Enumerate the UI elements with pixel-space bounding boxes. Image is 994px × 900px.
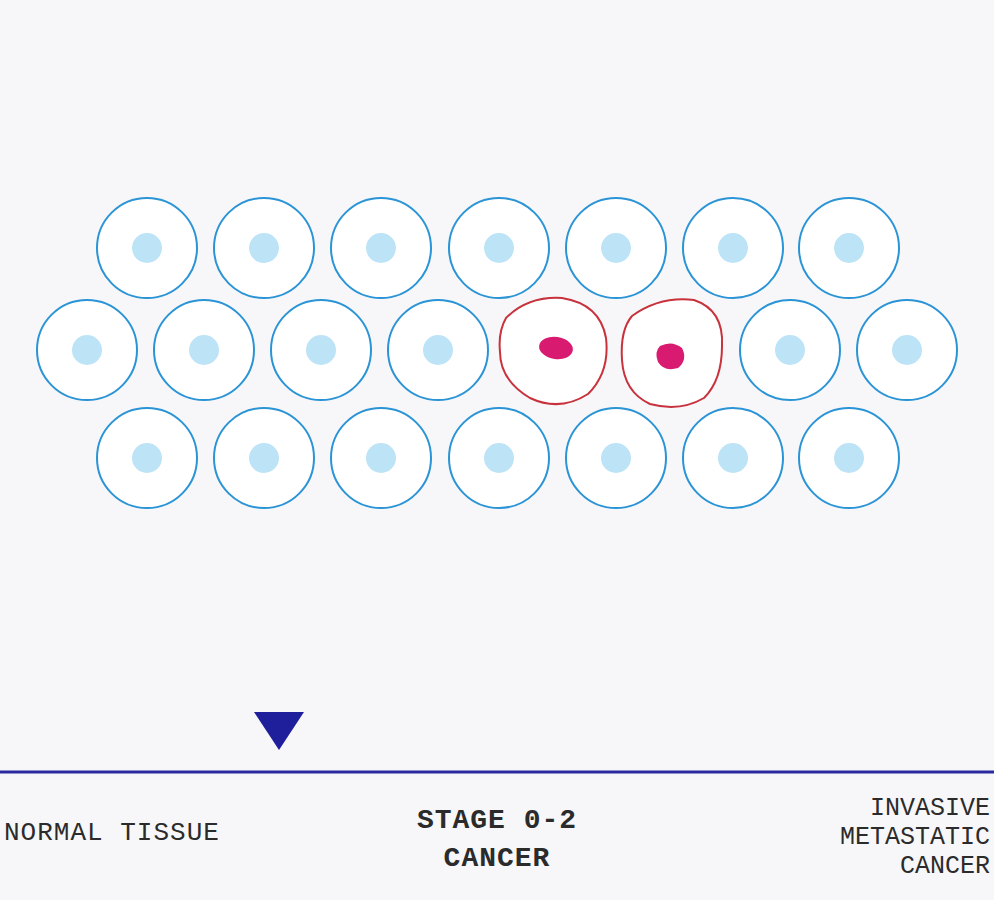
normal-cell	[799, 198, 899, 298]
cell-nucleus	[249, 233, 279, 263]
cell-membrane	[740, 300, 840, 400]
stage-label: INVASIVE METASTATIC CANCER	[815, 794, 990, 881]
abnormal-cells	[500, 298, 723, 407]
cell-membrane	[214, 408, 314, 508]
normal-cell	[214, 198, 314, 298]
cell-nucleus	[72, 335, 102, 365]
cell-membrane	[449, 198, 549, 298]
cell-membrane	[214, 198, 314, 298]
cell-membrane	[331, 408, 431, 508]
cell-nucleus	[306, 335, 336, 365]
cell-nucleus	[484, 443, 514, 473]
normal-cell	[331, 198, 431, 298]
stage-label: STAGE 0-2 CANCER	[397, 802, 597, 878]
cell-nucleus	[834, 233, 864, 263]
normal-cell	[388, 300, 488, 400]
cell-nucleus	[423, 335, 453, 365]
cell-nucleus	[484, 233, 514, 263]
normal-cell	[97, 198, 197, 298]
cell-nucleus	[601, 233, 631, 263]
cell-nucleus	[366, 443, 396, 473]
cell-membrane	[799, 408, 899, 508]
normal-cell	[97, 408, 197, 508]
cell-membrane	[799, 198, 899, 298]
cell-membrane	[857, 300, 957, 400]
cell-nucleus	[718, 233, 748, 263]
abnormal-cell	[500, 298, 607, 404]
normal-cell	[683, 198, 783, 298]
cell-membrane	[97, 198, 197, 298]
normal-cell	[271, 300, 371, 400]
cell-nucleus	[834, 443, 864, 473]
cell-nucleus	[366, 233, 396, 263]
normal-cell	[683, 408, 783, 508]
normal-cell	[37, 300, 137, 400]
normal-cell	[449, 408, 549, 508]
cell-nucleus	[718, 443, 748, 473]
cell-nucleus	[132, 443, 162, 473]
cell-membrane	[154, 300, 254, 400]
normal-cell	[154, 300, 254, 400]
normal-cell	[740, 300, 840, 400]
cell-membrane	[566, 408, 666, 508]
cell-grid	[37, 198, 957, 508]
cell-nucleus	[249, 443, 279, 473]
cell-membrane	[388, 300, 488, 400]
cell-membrane	[449, 408, 549, 508]
abnormal-cell	[622, 299, 722, 407]
normal-cell	[449, 198, 549, 298]
abnormal-nucleus	[538, 335, 575, 362]
normal-cell	[566, 198, 666, 298]
cell-membrane	[97, 408, 197, 508]
cell-nucleus	[132, 233, 162, 263]
normal-cell	[857, 300, 957, 400]
cell-nucleus	[892, 335, 922, 365]
cell-membrane	[683, 198, 783, 298]
normal-cell	[799, 408, 899, 508]
stage-label: NORMAL TISSUE	[4, 817, 304, 849]
cell-membrane	[683, 408, 783, 508]
cell-membrane	[566, 198, 666, 298]
cell-membrane	[331, 198, 431, 298]
cell-nucleus	[601, 443, 631, 473]
cell-nucleus	[775, 335, 805, 365]
normal-cell	[331, 408, 431, 508]
normal-cell	[566, 408, 666, 508]
cell-membrane	[37, 300, 137, 400]
abnormal-nucleus	[656, 343, 684, 369]
normal-cell	[214, 408, 314, 508]
cell-membrane	[271, 300, 371, 400]
cell-nucleus	[189, 335, 219, 365]
timeline-marker	[254, 712, 304, 750]
timeline-axis	[0, 771, 994, 774]
